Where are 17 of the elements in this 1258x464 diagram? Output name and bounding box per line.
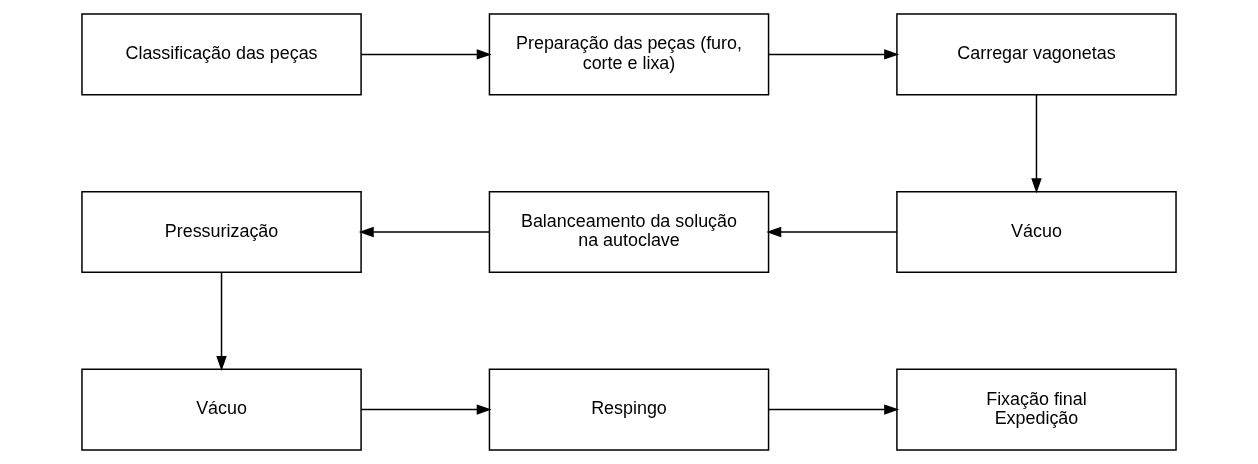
node-box: Balanceamento da solução na autoclave (488, 190, 770, 274)
arrow (766, 226, 898, 238)
node-box: Pressurização (81, 190, 362, 274)
node-box: Fixação final Expedição (896, 368, 1177, 451)
arrow (360, 404, 492, 415)
node-box: Respingo (488, 368, 770, 451)
arrow (216, 271, 227, 371)
arrow (767, 404, 900, 415)
node-box: Classificação das peças (81, 13, 362, 96)
arrow (360, 49, 492, 60)
node-box: Carregar vagonetas (896, 13, 1177, 96)
node-box: Vácuo (81, 368, 362, 451)
arrow (358, 226, 491, 238)
node-box: Vácuo (896, 190, 1177, 274)
node-box: Preparação das peças (furo, corte e lixa) (488, 13, 770, 96)
arrow (767, 49, 900, 60)
arrow (1031, 94, 1042, 194)
